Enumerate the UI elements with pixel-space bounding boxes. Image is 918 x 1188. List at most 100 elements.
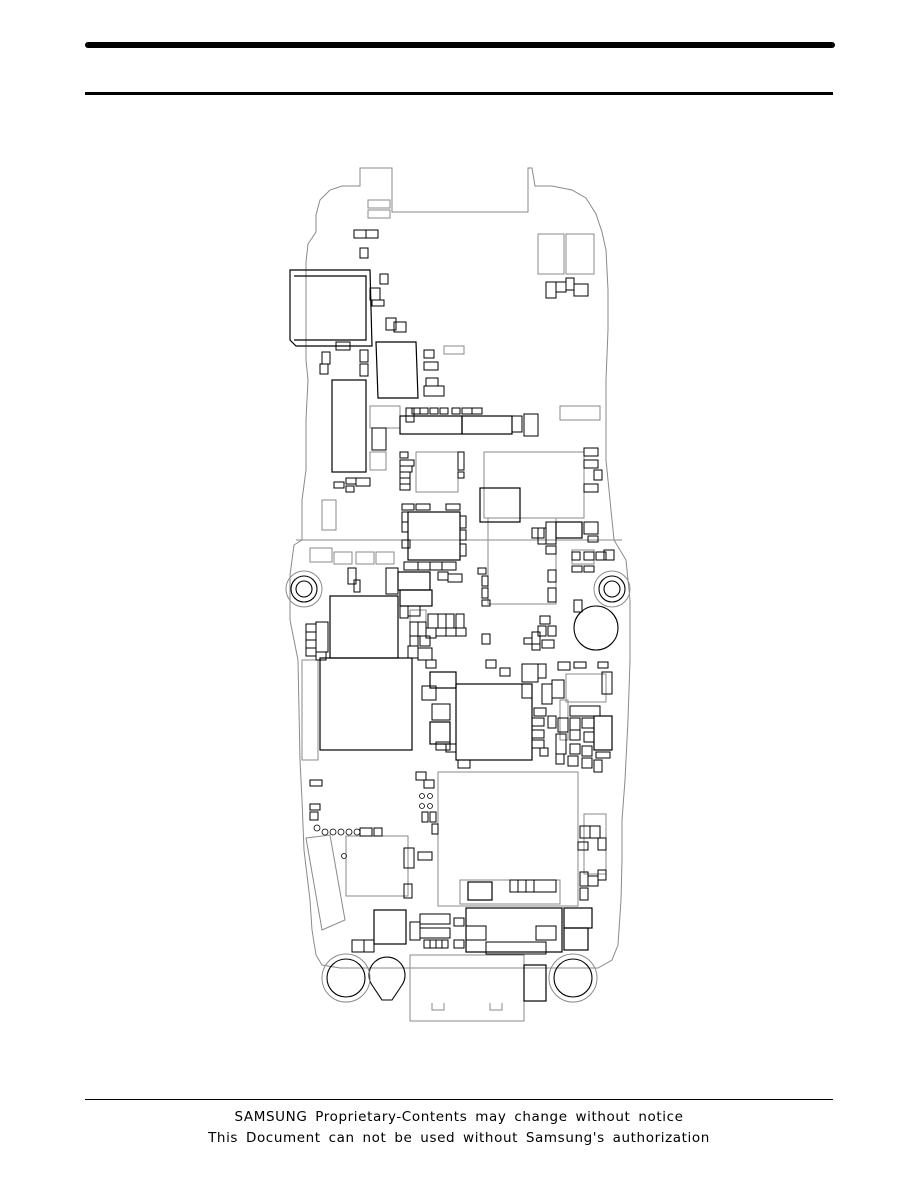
smd-component <box>459 529 467 541</box>
smd-component <box>345 477 357 485</box>
smd-component <box>457 451 465 471</box>
smd-component <box>583 731 595 743</box>
smd-component <box>567 755 579 767</box>
smd-component <box>417 647 433 661</box>
smd-component <box>427 613 439 629</box>
smd-component <box>595 751 611 759</box>
smd-component <box>455 627 467 637</box>
smd-component <box>437 613 447 629</box>
smd-component <box>531 631 541 645</box>
smd-component <box>523 413 539 437</box>
smd-component <box>335 341 351 351</box>
smd-component <box>547 625 557 637</box>
smd-component <box>385 317 397 331</box>
smd-component <box>437 571 449 581</box>
smd-component <box>417 851 433 861</box>
smd-component <box>309 811 319 821</box>
smd-component <box>555 281 567 293</box>
mounting-hole-rings <box>285 570 631 1003</box>
smd-component <box>305 639 317 649</box>
smd-component <box>583 565 595 573</box>
smd-component <box>537 663 547 679</box>
smd-component <box>603 549 615 561</box>
smd-component <box>565 277 575 291</box>
smd-component <box>359 349 369 363</box>
smd-component <box>371 299 385 307</box>
smd-component <box>429 811 437 823</box>
smd-component <box>547 569 557 583</box>
smd-component <box>345 485 355 493</box>
smd-component <box>405 407 415 423</box>
smd-component <box>555 733 567 755</box>
footer-notice-line-1: SAMSUNG Proprietary-Contents may change … <box>234 1109 684 1125</box>
smd-component <box>481 587 489 599</box>
smd-component <box>319 363 329 375</box>
smd-component <box>431 703 451 721</box>
smd-component <box>363 939 375 953</box>
smd-component <box>557 661 571 671</box>
smd-component <box>417 561 431 571</box>
smd-component <box>533 707 547 717</box>
smd-component <box>419 913 451 925</box>
smd-component <box>355 477 371 487</box>
smd-component <box>457 759 471 769</box>
smd-component <box>541 683 553 705</box>
smd-component <box>481 575 489 587</box>
smd-component <box>351 939 365 953</box>
smd-component <box>373 827 383 837</box>
smd-component <box>423 349 435 359</box>
smd-component <box>431 823 439 835</box>
smd-component <box>359 247 369 259</box>
smd-component <box>557 717 569 733</box>
smd-component <box>379 273 389 285</box>
smd-component <box>409 635 419 647</box>
smd-component <box>571 565 583 573</box>
smd-component <box>555 753 565 765</box>
smd-component <box>547 587 557 603</box>
smd-component <box>545 281 557 299</box>
smd-component <box>511 415 523 433</box>
smd-component <box>481 633 491 645</box>
smd-component <box>577 841 589 851</box>
smd-component <box>531 729 545 739</box>
smd-component <box>455 613 465 629</box>
smd-component <box>573 661 587 669</box>
smd-component <box>587 875 599 887</box>
smd-component <box>401 503 415 511</box>
smd-component <box>305 623 317 633</box>
test-points <box>313 793 433 859</box>
smd-component <box>447 573 463 583</box>
smd-component <box>409 921 421 941</box>
smd-component <box>535 925 557 941</box>
smd-component <box>593 469 603 481</box>
smd-component <box>545 545 557 555</box>
footer-rule <box>85 1099 833 1100</box>
smd-component <box>517 879 527 893</box>
smd-component <box>569 743 581 755</box>
smd-component <box>399 451 409 459</box>
smd-component <box>601 671 613 695</box>
smd-component <box>401 521 409 533</box>
smd-component <box>407 645 419 659</box>
smd-component <box>423 939 431 949</box>
smd-component <box>399 471 411 479</box>
smd-component <box>533 879 557 893</box>
smd-component <box>415 771 427 781</box>
smd-component <box>369 287 381 301</box>
smd-component <box>579 825 591 839</box>
smd-component <box>583 521 599 535</box>
smd-component <box>365 229 379 239</box>
smd-component <box>421 685 437 701</box>
smd-component <box>385 567 399 595</box>
smd-component <box>569 705 601 717</box>
smd-component <box>399 483 411 491</box>
smd-component <box>305 647 317 657</box>
smd-component <box>569 717 581 731</box>
smd-component <box>445 627 457 637</box>
smd-component <box>459 543 467 557</box>
smd-component <box>429 561 443 571</box>
smd-component <box>461 407 473 415</box>
smd-component <box>583 483 599 493</box>
smd-component <box>547 715 557 729</box>
